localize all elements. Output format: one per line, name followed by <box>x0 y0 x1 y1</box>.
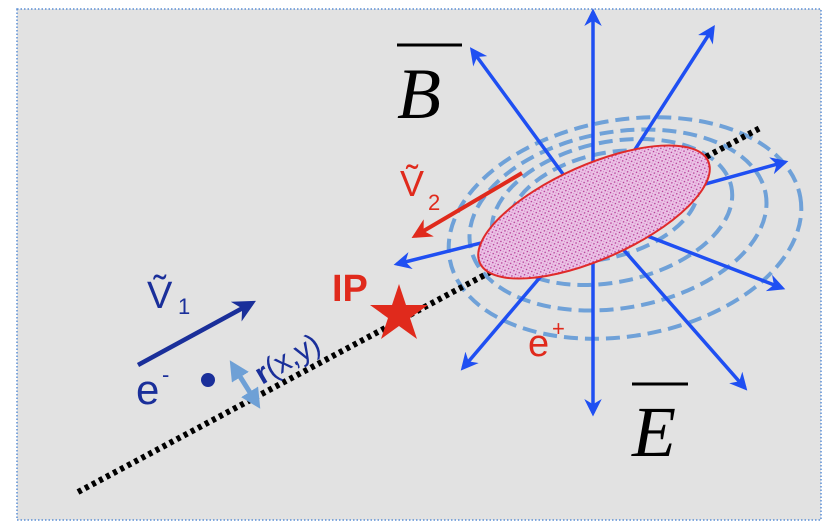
offset-arrow <box>229 360 261 409</box>
field-label-e: E <box>631 392 676 472</box>
positron-label: e <box>528 323 549 365</box>
v1-label: Ṽ <box>147 274 173 317</box>
electron-superscript: - <box>162 362 169 387</box>
v2-label: Ṽ <box>400 163 424 204</box>
star-icon <box>370 284 428 339</box>
v1-subscript: 1 <box>178 294 190 319</box>
v1-velocity-arrow <box>136 300 256 367</box>
electron-dot-icon <box>201 373 215 387</box>
field-label-b: B <box>397 54 441 134</box>
diagram-background <box>16 8 822 521</box>
electron-label: e <box>136 366 159 413</box>
v2-velocity-arrow <box>411 171 524 239</box>
positron-bunch <box>477 144 711 280</box>
field-ring <box>446 115 804 341</box>
v2-subscript: 2 <box>428 190 440 215</box>
ip-label: IP <box>332 268 368 310</box>
positron-superscript: + <box>552 316 565 341</box>
